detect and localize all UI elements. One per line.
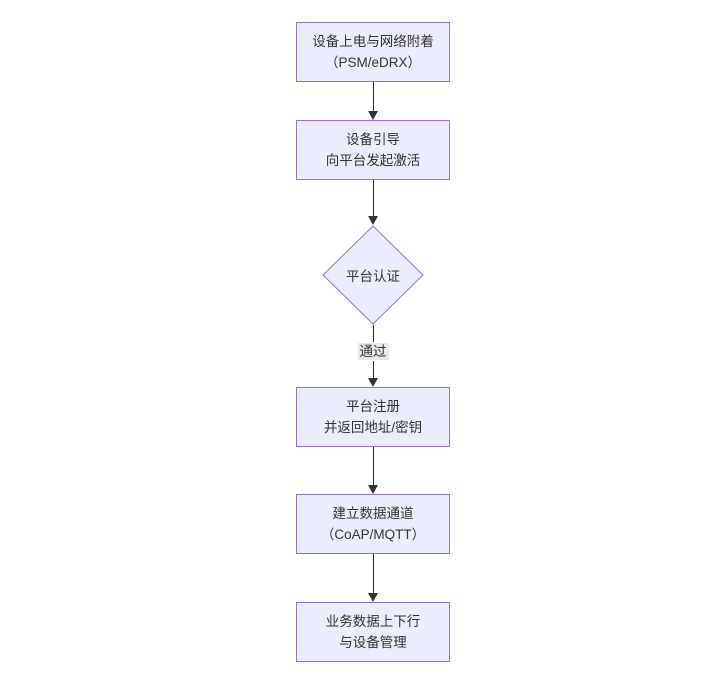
- node-data-channel-line2: （CoAP/MQTT）: [320, 527, 426, 542]
- node-data-channel: 建立数据通道 （CoAP/MQTT）: [296, 494, 450, 554]
- node-business-data-line2: 与设备管理: [339, 635, 407, 650]
- arrow-line: [372, 361, 374, 378]
- arrowhead-down-icon: [368, 485, 378, 494]
- node-bootstrap-line2: 向平台发起激活: [325, 153, 421, 168]
- arrowhead-down-icon: [368, 378, 378, 387]
- node-business-data: 业务数据上下行 与设备管理: [296, 602, 450, 662]
- node-power-attach-line2: （PSM/eDRX）: [324, 55, 422, 70]
- arrow-power-to-bootstrap: [343, 82, 403, 120]
- diamond-shape: [322, 225, 424, 325]
- node-power-attach-line1: 设备上电与网络附着: [312, 34, 434, 49]
- arrow-channel-to-business: [343, 554, 403, 602]
- arrow-auth-to-register: 通过: [343, 325, 403, 387]
- arrow-register-to-channel: [343, 447, 403, 494]
- arrowhead-down-icon: [368, 111, 378, 120]
- node-power-attach: 设备上电与网络附着 （PSM/eDRX）: [296, 22, 450, 82]
- node-data-channel-line1: 建立数据通道: [332, 506, 414, 521]
- flowchart-column: 设备上电与网络附着 （PSM/eDRX） 设备引导 向平台发起激活 平台认证 通…: [296, 22, 450, 662]
- node-platform-register-line2: 并返回地址/密钥: [323, 420, 423, 435]
- arrowhead-down-icon: [368, 216, 378, 225]
- node-platform-auth-label: 平台认证: [346, 269, 400, 284]
- arrow-line: [372, 82, 374, 111]
- edge-label-pass: 通过: [357, 343, 389, 360]
- arrow-bootstrap-to-auth: [343, 180, 403, 225]
- node-bootstrap: 设备引导 向平台发起激活: [296, 120, 450, 180]
- arrow-line: [372, 325, 374, 342]
- node-business-data-line1: 业务数据上下行: [325, 614, 421, 629]
- node-bootstrap-line1: 设备引导: [346, 132, 400, 147]
- arrow-line: [372, 447, 374, 485]
- arrow-line: [372, 180, 374, 216]
- node-platform-auth: 平台认证: [322, 225, 424, 325]
- arrowhead-down-icon: [368, 593, 378, 602]
- arrow-line: [372, 554, 374, 593]
- node-platform-register-line1: 平台注册: [346, 399, 400, 414]
- node-platform-register: 平台注册 并返回地址/密钥: [296, 387, 450, 447]
